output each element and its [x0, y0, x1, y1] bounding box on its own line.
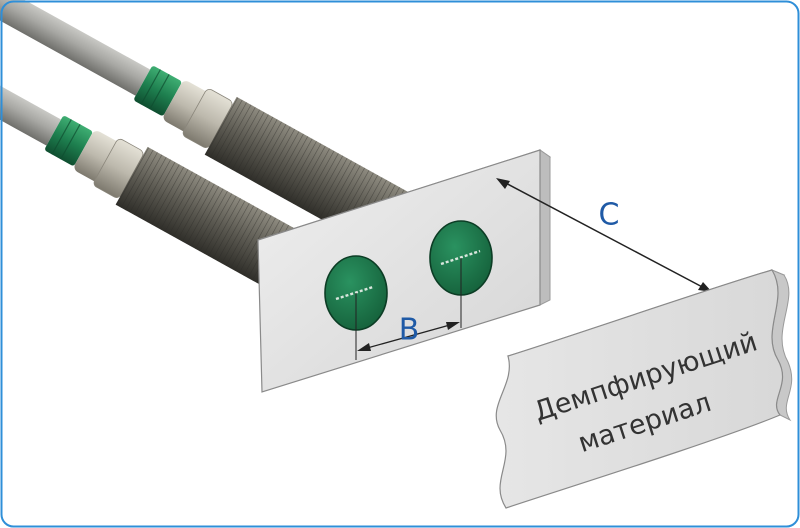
cable-front — [0, 80, 62, 146]
dimension-b-label: B — [399, 313, 420, 348]
mounting-plate — [256, 149, 552, 393]
damping-material — [495, 268, 793, 509]
dimension-c — [496, 178, 712, 292]
dimension-c-label: C — [599, 198, 620, 233]
dimension-b — [355, 258, 462, 360]
cable-back — [0, 0, 151, 96]
plate-face — [257, 149, 541, 393]
nut-front — [45, 116, 93, 166]
nut-back — [134, 66, 182, 116]
material-face — [495, 269, 784, 509]
